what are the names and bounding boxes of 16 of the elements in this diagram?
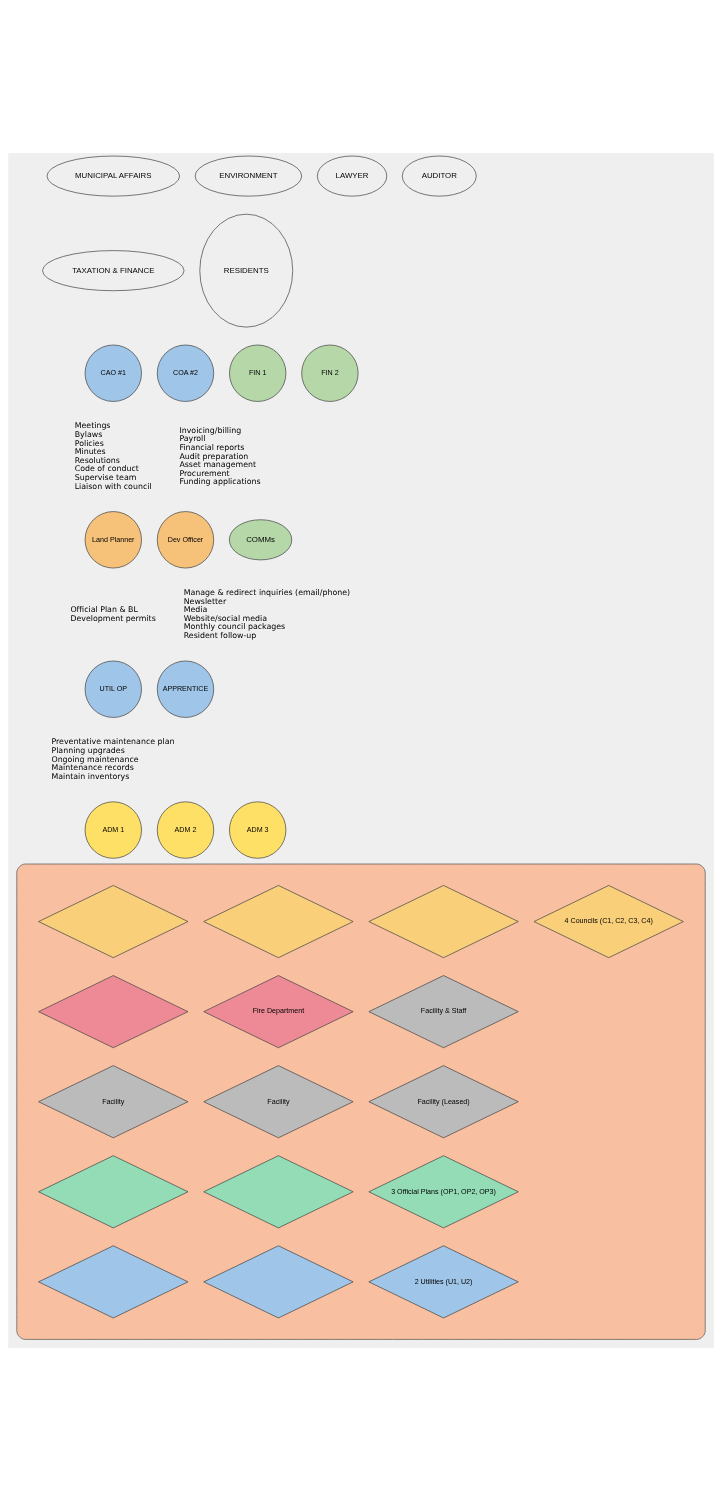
node-ellipse: AUDITOR xyxy=(401,155,477,197)
node-diamond xyxy=(203,1155,354,1229)
node-ellipse: COMMs xyxy=(228,519,293,561)
node-diamond xyxy=(203,1245,354,1319)
node-diamond xyxy=(368,885,519,959)
node-diamond xyxy=(203,885,354,959)
node-diamond xyxy=(38,1245,189,1319)
node-ellipse: ENVIRONMENT xyxy=(194,155,302,197)
node-diamond xyxy=(38,975,189,1049)
node-diamond xyxy=(38,1155,189,1229)
node-ellipse: LAWYER xyxy=(316,155,388,197)
node-ellipse: TAXATION & FINANCE xyxy=(42,250,185,292)
node-ellipse: MUNICIPAL AFFAIRS xyxy=(46,155,180,197)
cluster xyxy=(16,863,706,1340)
node-diamond xyxy=(38,885,189,959)
node-ellipse: RESIDENTS xyxy=(199,213,294,328)
